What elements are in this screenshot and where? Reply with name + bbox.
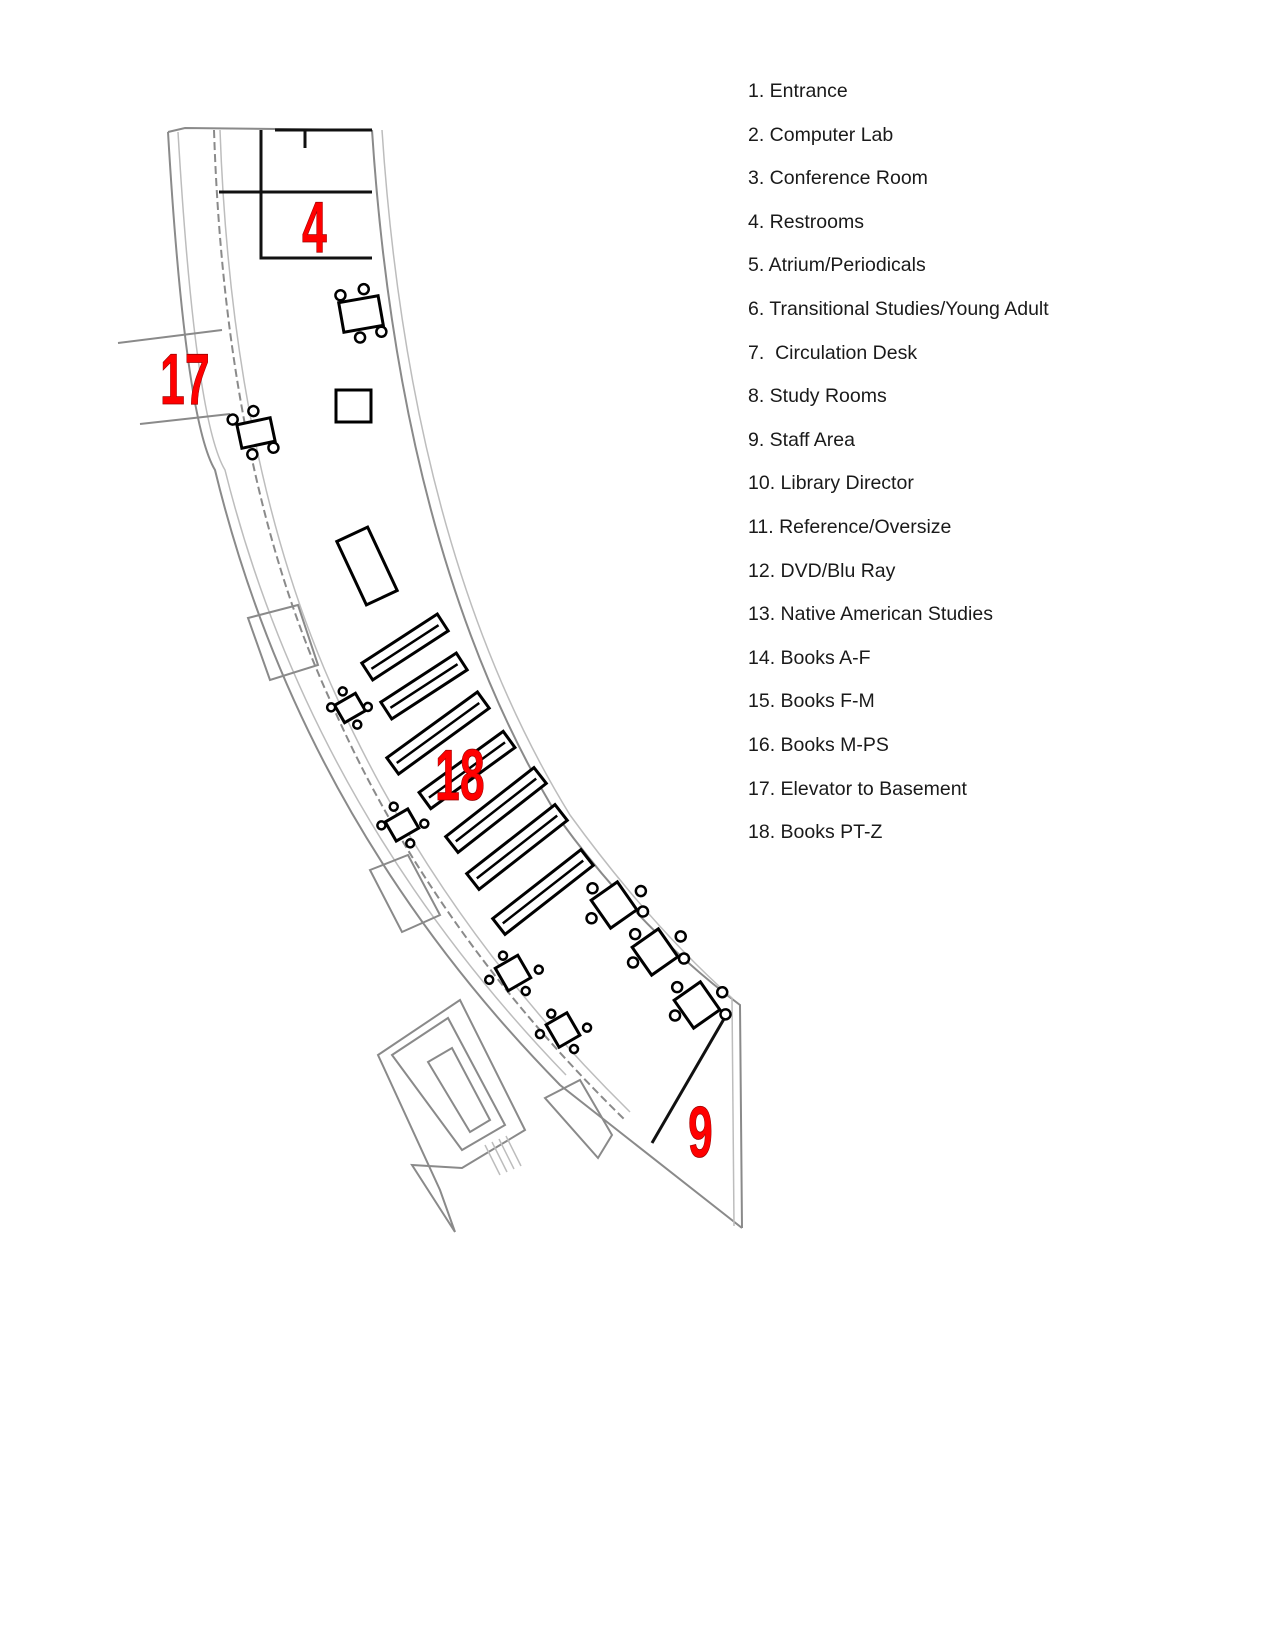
legend-item: 9. Staff Area: [748, 428, 855, 451]
legend-item: 5. Atrium/Periodicals: [748, 254, 926, 277]
label-elevator: 17: [160, 339, 210, 420]
legend-item: 16. Books M-PS: [748, 733, 889, 756]
desk: [334, 388, 373, 424]
area-labels: 4 17 18 9: [160, 187, 713, 1173]
staff-area-wall: [650, 1011, 730, 1144]
legend-item: 1. Entrance: [748, 80, 848, 102]
tables-with-chairs: [226, 282, 732, 1055]
legend-item: 18. Books PT-Z: [748, 821, 883, 844]
legend-item: 10. Library Director: [748, 472, 914, 495]
label-restrooms: 4: [302, 187, 327, 268]
bookshelves: [359, 612, 596, 937]
legend-item: 6. Transitional Studies/Young Adult: [748, 297, 1049, 320]
legend-item: 12. DVD/Blu Ray: [748, 559, 896, 582]
label-staff-area: 9: [688, 1092, 713, 1173]
restroom-walls: [219, 128, 372, 260]
legend-item: 17. Elevator to Basement: [748, 777, 967, 800]
legend-item: 8. Study Rooms: [748, 385, 887, 408]
legend-item: 11. Reference/Oversize: [748, 515, 952, 538]
legend-item: 14. Books A-F: [748, 646, 871, 669]
legend-item: 4. Restrooms: [748, 210, 864, 233]
legend-item: 3. Conference Room: [748, 167, 928, 190]
map-legend: 1. Entrance 2. Computer Lab 3. Conferenc…: [748, 78, 1049, 863]
label-books-pt-z: 18: [435, 735, 485, 816]
legend-item: 2. Computer Lab: [748, 123, 894, 146]
legend-item: 7. Circulation Desk: [748, 341, 918, 364]
counter: [334, 525, 400, 607]
furniture: [226, 282, 732, 1055]
legend-item: 13. Native American Studies: [748, 603, 993, 626]
legend-item: 15. Books F-M: [748, 690, 875, 713]
